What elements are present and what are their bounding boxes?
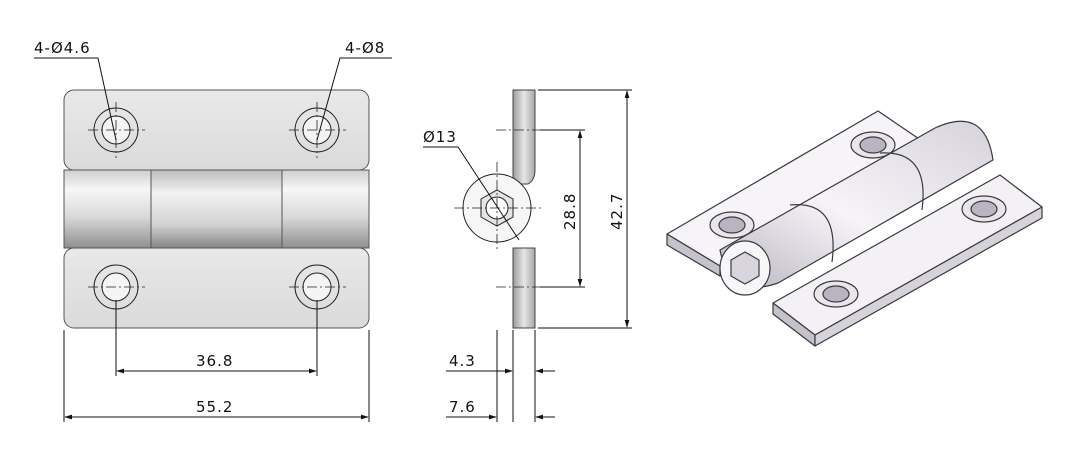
front-view: 4-Ø4.6 4-Ø8 36.8 55.2 [34, 39, 392, 422]
hole-callout-leaders [34, 57, 392, 141]
barrel-center [150, 169, 283, 249]
iso-barrel-joint-1 [789, 204, 834, 263]
vertical-hole-spacing-dimension [540, 129, 585, 288]
overall-width-dimension [63, 330, 370, 422]
iso-back-plate-front [814, 206, 1043, 347]
centerlines-front [88, 102, 346, 288]
barrel-right [281, 169, 370, 249]
hole-spacing-dimension [115, 300, 318, 376]
thickness-dimensions [446, 330, 555, 422]
side-top-plate [512, 89, 536, 185]
iso-front-plate-side [666, 233, 721, 277]
side-bottom-plate [512, 247, 536, 329]
hole-spacing-label: 36.8 [196, 352, 233, 370]
vertical-hole-spacing-label: 28.8 [561, 193, 579, 230]
overall-height-dimension [538, 89, 632, 329]
hole-callout-small-label: 4-Ø4.6 [34, 39, 91, 57]
barrel-left [63, 169, 152, 249]
plate-thickness-label: 4.3 [449, 352, 476, 370]
iso-holes [709, 131, 1007, 308]
iso-hex-socket [730, 251, 760, 285]
barrel-diameter-leader [423, 146, 520, 241]
side-view: Ø13 28.8 42.7 4.3 7.6 [423, 89, 632, 422]
hinge-isometric-render [666, 110, 1043, 347]
iso-barrel-joint-2 [879, 152, 924, 211]
barrel-diameter-label: Ø13 [423, 128, 457, 146]
overall-height-label: 42.7 [608, 193, 626, 230]
overall-depth-label: 7.6 [449, 398, 476, 416]
overall-width-label: 55.2 [196, 398, 233, 416]
hole-callout-large-label: 4-Ø8 [345, 39, 385, 57]
